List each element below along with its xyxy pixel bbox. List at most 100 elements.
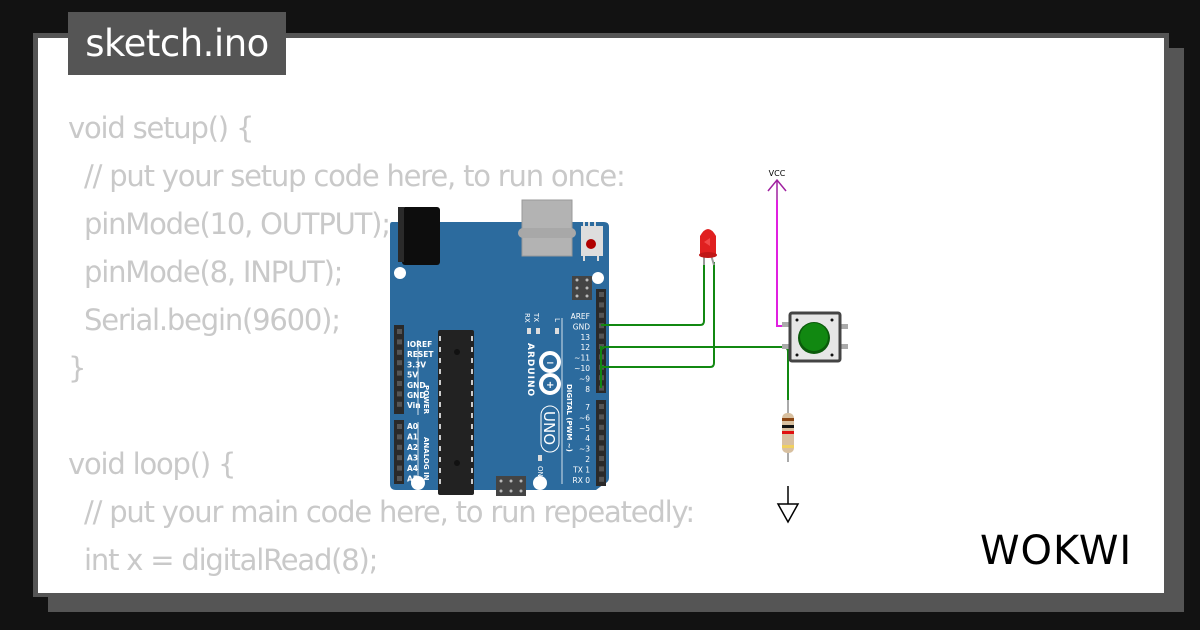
chip-pin xyxy=(439,424,441,429)
analog-pin-label: A5 xyxy=(407,475,418,484)
wire-gnd-to-led[interactable] xyxy=(601,262,705,326)
header-pin[interactable] xyxy=(397,339,402,345)
chip-pin xyxy=(471,402,473,407)
chip-pin xyxy=(471,468,473,473)
header-pin[interactable] xyxy=(599,385,604,391)
digital-header-top[interactable] xyxy=(596,289,606,393)
chip-pin xyxy=(471,391,473,396)
red-led[interactable] xyxy=(699,229,717,266)
header-pin[interactable] xyxy=(599,476,604,482)
digital-pin-label: ~5 xyxy=(579,424,590,433)
header-pin[interactable] xyxy=(599,292,604,297)
code-line: Serial.begin(9600); xyxy=(68,303,341,337)
code-line: // put your setup code here, to run once… xyxy=(68,159,626,193)
tx-led xyxy=(536,328,540,334)
power-pin-label: 5V xyxy=(407,371,418,380)
header-pin[interactable] xyxy=(599,466,604,472)
chip-pin xyxy=(471,347,473,352)
header-pin[interactable] xyxy=(599,445,604,451)
svg-text:+: + xyxy=(546,380,554,391)
header-pin[interactable] xyxy=(599,435,604,441)
code-line: int x = digitalRead(8); xyxy=(68,543,378,577)
header-pin[interactable] xyxy=(397,370,402,376)
header-pin[interactable] xyxy=(397,455,402,461)
code-line: // put your main code here, to run repea… xyxy=(68,495,695,529)
digital-pin-label: TX 1 xyxy=(572,465,590,474)
chip-pin xyxy=(471,380,473,385)
l-label: L xyxy=(553,318,561,322)
digital-pin-label: 8 xyxy=(585,385,590,394)
on-label: ON xyxy=(536,466,544,477)
analog-pin-label: A0 xyxy=(407,422,418,431)
header-pin[interactable] xyxy=(397,424,402,429)
header-pin[interactable] xyxy=(599,456,604,461)
chip-pin xyxy=(471,435,473,440)
header-pin[interactable] xyxy=(397,329,402,334)
on-led xyxy=(538,455,542,461)
header-pin[interactable] xyxy=(397,391,402,397)
chip-pin xyxy=(439,457,441,462)
reset-button[interactable] xyxy=(581,222,603,261)
header-pin[interactable] xyxy=(397,381,402,386)
power-header[interactable] xyxy=(394,325,404,414)
header-pin[interactable] xyxy=(599,302,604,308)
digital-header-bottom[interactable] xyxy=(596,400,606,486)
header-pin[interactable] xyxy=(599,404,604,409)
header-pin[interactable] xyxy=(397,349,402,355)
chip-pin xyxy=(439,336,441,341)
digital-header-label: DIGITAL (PWM ~) xyxy=(565,384,573,452)
header-pin[interactable] xyxy=(397,434,402,440)
wire-vcc-to-button[interactable] xyxy=(776,200,790,327)
chip-pin xyxy=(471,369,473,374)
header-pin[interactable] xyxy=(397,401,402,407)
analog-pin-label: A4 xyxy=(407,464,418,473)
analog-pin-label: A2 xyxy=(407,443,418,452)
chip-pin xyxy=(439,446,441,451)
analog-pin-label: A3 xyxy=(407,454,418,463)
svg-text:−: − xyxy=(546,358,554,369)
header-pin[interactable] xyxy=(397,465,402,471)
chip-pin xyxy=(439,347,441,352)
wire-pin8-to-button[interactable] xyxy=(600,346,789,410)
digital-pin-label: ~6 xyxy=(579,413,590,422)
chip-pin xyxy=(439,468,441,473)
power-pin-label: GND xyxy=(407,391,426,400)
rx-label: RX xyxy=(523,313,531,323)
header-pin[interactable] xyxy=(599,414,604,420)
l-led xyxy=(555,328,559,334)
digital-pin-label: ~10 xyxy=(574,364,590,373)
analog-header[interactable] xyxy=(394,420,404,484)
chip-pin xyxy=(471,457,473,462)
arduino-uno-board[interactable]: RX TX L − + ARDUINO UNO ON IOREFRESET3.3… xyxy=(390,199,609,496)
header-pin[interactable] xyxy=(397,444,402,450)
uno-label: UNO xyxy=(540,411,558,445)
power-jack xyxy=(402,207,440,265)
header-pin[interactable] xyxy=(397,360,402,366)
chip-pin xyxy=(471,446,473,451)
power-header-label: POWER xyxy=(422,385,430,415)
vcc-label: VCC xyxy=(769,169,786,178)
icsp-header-bottom xyxy=(496,476,526,496)
mount-hole xyxy=(394,267,406,279)
header-pin[interactable] xyxy=(599,424,604,430)
atmega-chip xyxy=(438,330,474,495)
file-tab[interactable]: sketch.ino xyxy=(68,12,286,75)
header-pin[interactable] xyxy=(397,476,402,481)
pushbutton[interactable] xyxy=(782,311,848,363)
chip-pin xyxy=(439,479,441,484)
power-pin-label: 3.3V xyxy=(407,360,426,369)
digital-pin-label: AREF xyxy=(571,312,590,321)
rx-led xyxy=(527,328,531,334)
arduino-brand-label: ARDUINO xyxy=(525,343,535,397)
wire-pin10-to-led[interactable] xyxy=(601,262,715,368)
wokwi-logo: WOKWI xyxy=(980,528,1131,574)
code-editor: void setup() { // put your setup code he… xyxy=(68,104,695,593)
analog-pin-label: A1 xyxy=(407,433,418,442)
digital-pin-label: 2 xyxy=(585,455,590,464)
digital-pin-label: 7 xyxy=(585,403,590,412)
header-pin[interactable] xyxy=(599,312,604,318)
header-pin[interactable] xyxy=(599,333,604,339)
digital-pin-label: ~11 xyxy=(574,354,590,363)
tx-label: TX xyxy=(532,312,540,322)
resistor[interactable] xyxy=(782,400,794,462)
